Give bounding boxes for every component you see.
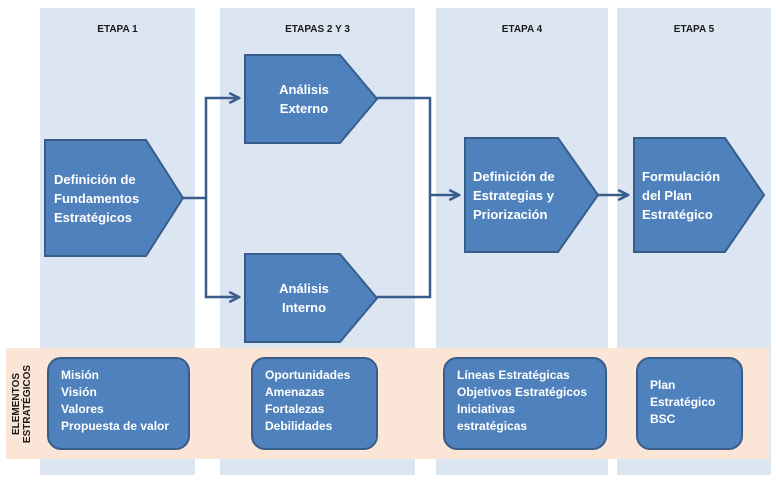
text-line: Fundamentos (54, 190, 140, 206)
elements-box-etapa1: Misión Visión Valores Propuesta de valor (47, 357, 190, 450)
list-item: Líneas Estratégicas (457, 368, 570, 382)
connector-to-interno (204, 198, 238, 297)
shape-interno (244, 253, 379, 343)
shape-fundamentos (44, 139, 185, 257)
elements-box-etapa23: Oportunidades Amenazas Fortalezas Debili… (251, 357, 378, 450)
connector-to-externo (204, 98, 238, 198)
text-line: Priorización (473, 206, 548, 222)
list-item: Misión (61, 368, 99, 382)
list-item: estratégicas (457, 419, 528, 433)
list-item: Estratégico (650, 395, 716, 409)
text-line: Definición de (473, 168, 555, 184)
label-externo: Análisis Externo (245, 55, 363, 143)
label-plan: Formulación del Plan Estratégico (642, 138, 742, 252)
list-item: Visión (61, 385, 97, 399)
elements-box-etapa5: Plan Estratégico BSC (636, 357, 743, 450)
list-item: Amenazas (265, 385, 325, 399)
list-item: Oportunidades (265, 368, 351, 382)
list-item: Valores (61, 402, 104, 416)
label-estrategias: Definición de Estrategias y Priorización (473, 138, 583, 252)
text-line: Análisis (279, 281, 329, 296)
stage-title: ETAPA 4 (501, 24, 543, 35)
elements-box-etapa4: Líneas Estratégicas Objetivos Estratégic… (443, 357, 607, 450)
text-line: Estrategias y (473, 187, 554, 203)
text-line: del Plan (642, 187, 692, 203)
list-item: Objetivos Estratégicos (457, 385, 588, 399)
text-line: Estratégico (642, 206, 713, 222)
list-item: BSC (650, 412, 676, 426)
list-item: Propuesta de valor (61, 419, 170, 433)
text-line: Definición de (54, 171, 136, 187)
text-line: Análisis (279, 82, 329, 97)
label-interno: Análisis Interno (245, 254, 363, 342)
shape-estrategias (464, 137, 600, 253)
text-line: Estratégicos (54, 209, 133, 225)
shape-plan (633, 137, 766, 253)
stage-title: ETAPAS 2 Y 3 (285, 24, 350, 35)
list-item: Iniciativas (457, 402, 516, 416)
list-item: Debilidades (265, 419, 333, 433)
list-item: Fortalezas (265, 402, 325, 416)
connector-from-externo (377, 96, 432, 195)
label-fundamentos: Definición de Fundamentos Estratégicos (54, 140, 154, 256)
text-line: Formulación (642, 168, 721, 184)
text-line: Interno (281, 300, 327, 315)
shape-externo (244, 54, 379, 144)
stage-title: ETAPA 1 (97, 24, 138, 35)
list-item: Plan (650, 378, 676, 392)
stage-title: ETAPA 5 (673, 24, 715, 35)
connector-from-interno (377, 195, 432, 299)
text-line: Externo (279, 101, 329, 116)
